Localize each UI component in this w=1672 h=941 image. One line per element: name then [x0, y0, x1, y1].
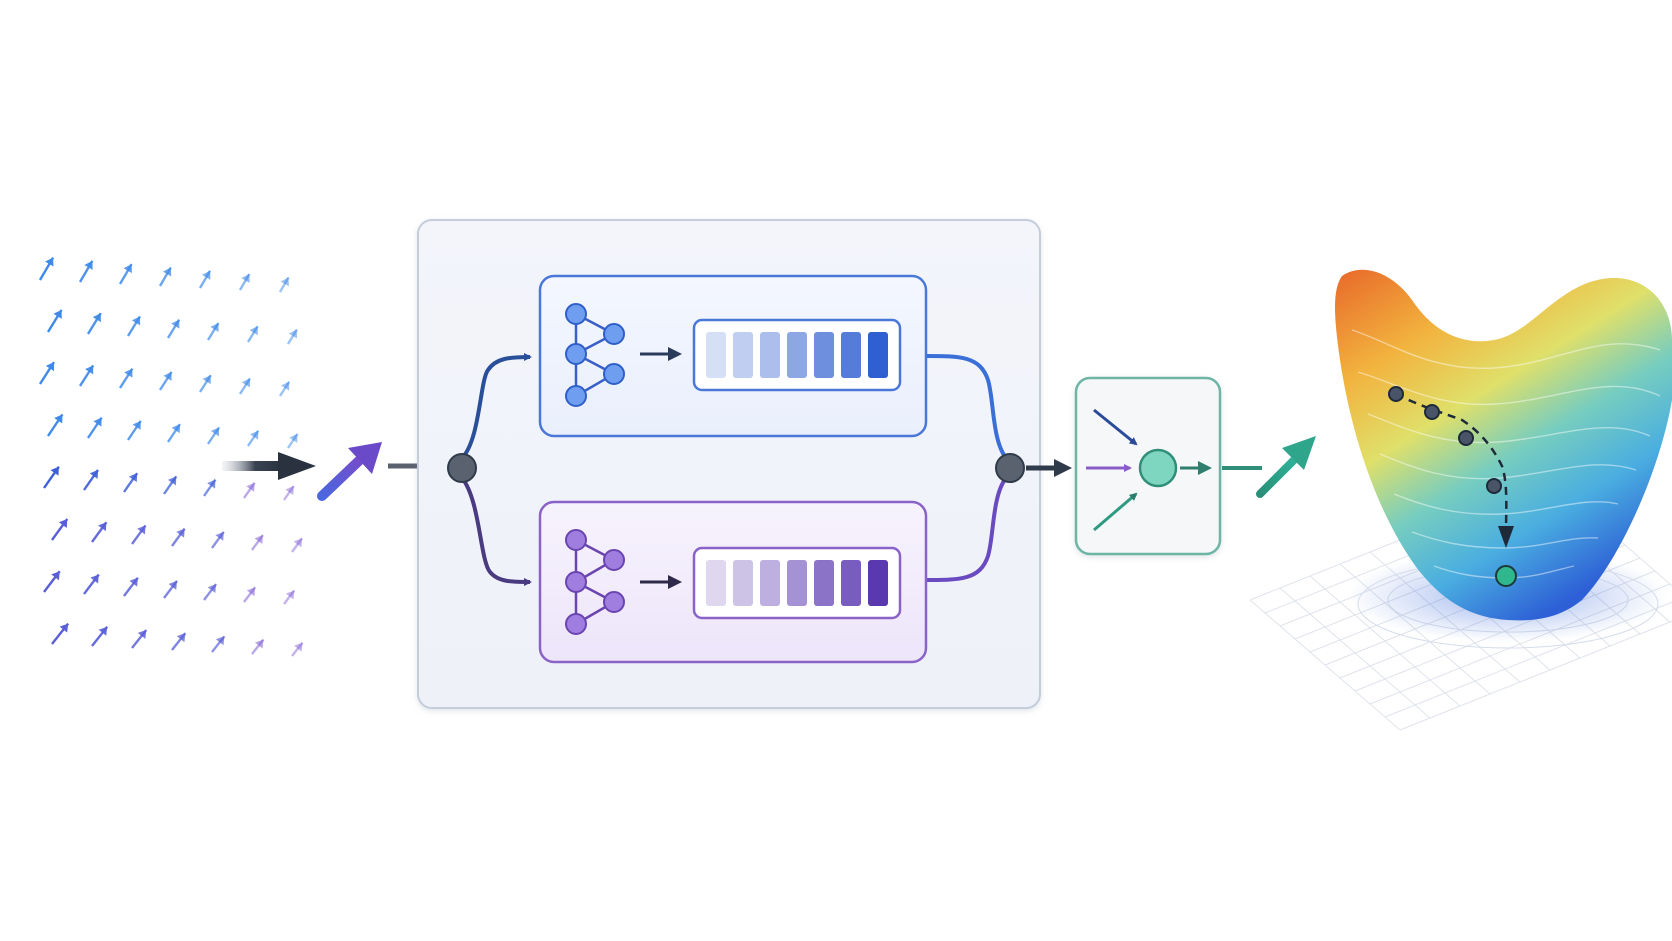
branch-card-lower [538, 500, 928, 664]
small-arrow-icon [640, 575, 682, 589]
field-arrow-head [124, 368, 133, 378]
diagonal-gradient-arrow-icon [317, 442, 382, 501]
field-arrow-head [207, 584, 217, 594]
field-arrow-head [293, 538, 303, 548]
feature-bar [733, 332, 753, 378]
field-arrow-head [202, 270, 211, 280]
merge-node [995, 453, 1025, 483]
field-arrow-head [84, 260, 93, 270]
field-arrow-head [59, 623, 69, 633]
field-arrow-head [98, 626, 108, 636]
branch-card-upper [538, 274, 928, 438]
feature-bar [760, 560, 780, 606]
feature-bar [787, 332, 807, 378]
neural-network-icon [565, 529, 625, 635]
grid-line [1399, 620, 1672, 731]
field-arrow-head [168, 580, 177, 590]
field-arrow-head [58, 518, 68, 528]
feature-bar [706, 560, 726, 606]
field-arrow-head [246, 587, 256, 597]
feature-bar [841, 560, 861, 606]
field-arrow-head [171, 424, 180, 434]
feature-bar [868, 332, 888, 378]
field-arrow-head [288, 329, 298, 339]
split-merge-panel [417, 219, 1041, 709]
field-arrow-head [92, 313, 101, 323]
field-arrow-head [215, 531, 224, 541]
field-arrow-head [128, 473, 138, 483]
field-arrow-head [137, 629, 147, 639]
feature-bar [814, 332, 834, 378]
field-arrow-head [171, 319, 180, 329]
teal-arrow-icon [1222, 436, 1316, 498]
field-arrow-head [131, 316, 141, 326]
feature-bar [733, 560, 753, 606]
field-arrow-head [280, 277, 289, 287]
field-arrow-head [246, 482, 255, 492]
field-arrow-head [281, 381, 290, 391]
field-arrow-head [132, 420, 141, 430]
field-arrow-head [54, 414, 63, 424]
field-arrow-head [53, 309, 62, 319]
field-arrow-head [285, 486, 294, 496]
field-arrow-head [250, 430, 259, 440]
field-arrow-head [285, 590, 295, 600]
field-arrow-head [210, 322, 219, 332]
field-arrow-head [93, 417, 102, 427]
field-arrow-head [202, 375, 211, 385]
field-arrow-head [241, 378, 250, 388]
small-arrow-icon [640, 347, 682, 361]
field-arrow-head [249, 326, 258, 336]
field-arrow-head [176, 633, 186, 643]
field-arrow-head [162, 267, 172, 277]
field-arrow-head [129, 577, 138, 587]
field-arrow-head [289, 433, 298, 443]
minimum-point-icon [1495, 565, 1517, 587]
neural-network-icon [565, 303, 625, 407]
field-arrow-head [50, 466, 59, 476]
feature-bar [760, 332, 780, 378]
feature-bar [706, 332, 726, 378]
feature-bar [787, 560, 807, 606]
merge-curve-lower [925, 476, 1008, 582]
vector-field-icon [38, 256, 304, 657]
field-arrow-head [45, 362, 55, 372]
field-arrow-head [215, 636, 225, 646]
field-arrow-head [254, 535, 263, 545]
field-arrow-head [254, 639, 264, 649]
field-arrow-head [90, 574, 99, 584]
dark-arrow-icon [222, 452, 316, 480]
field-arrow-head [51, 571, 60, 581]
feature-bars-upper [706, 332, 888, 378]
merge-output-arrow-icon [1026, 459, 1072, 477]
split-curve-upper [460, 353, 532, 460]
field-arrow-head [85, 365, 94, 375]
field-arrow-head [241, 274, 250, 284]
field-arrow-head [294, 642, 303, 652]
field-arrow-head [207, 479, 216, 489]
field-arrow-head [176, 528, 185, 538]
field-arrow-head [167, 476, 177, 486]
field-arrow-head [98, 522, 107, 532]
feature-bar [841, 332, 861, 378]
loss-landscape-icon [1249, 269, 1672, 731]
split-node [447, 453, 477, 483]
feature-bars-lower [706, 560, 888, 606]
aggregation-node-icon [1074, 376, 1222, 556]
feature-bar [868, 560, 888, 606]
field-arrow-head [45, 257, 54, 267]
field-arrow-head [163, 371, 172, 381]
field-arrow-head [137, 525, 146, 535]
field-arrow-head [123, 264, 132, 274]
merge-curve-upper [925, 354, 1008, 460]
field-arrow-head [210, 427, 220, 437]
field-arrow-head [89, 469, 99, 479]
feature-bar [814, 560, 834, 606]
split-curve-lower [460, 476, 532, 586]
